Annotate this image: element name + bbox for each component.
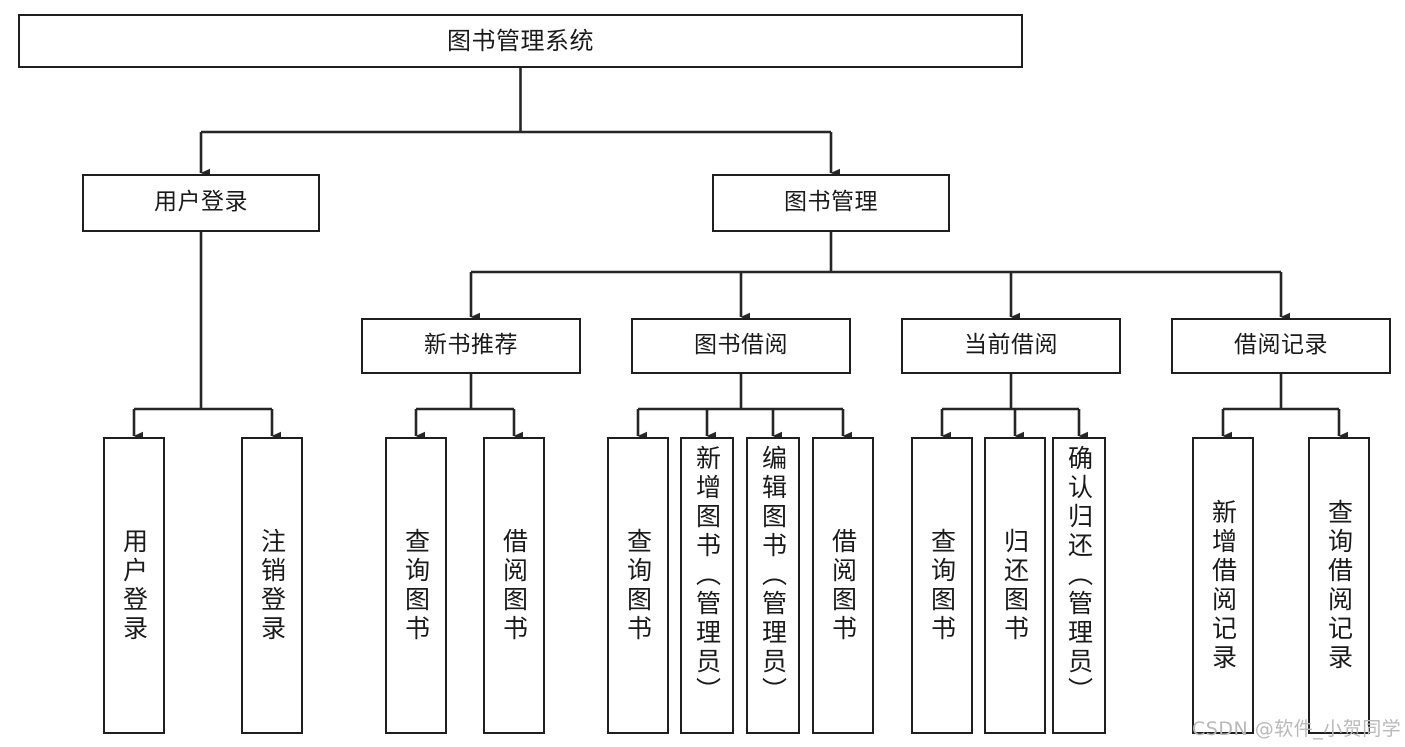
node-label: 新书推荐: [424, 332, 518, 359]
node-f6[interactable]: 新增图书（管理员）: [680, 437, 734, 734]
node-f8[interactable]: 借阅图书: [812, 437, 874, 734]
node-l2d[interactable]: 借阅记录: [1171, 318, 1391, 374]
node-label: 借阅记录: [1234, 332, 1328, 359]
node-f2[interactable]: 注销登录: [241, 437, 303, 734]
node-label: 查询借阅记录: [1324, 498, 1354, 673]
node-l2c[interactable]: 当前借阅: [901, 318, 1121, 374]
node-f12[interactable]: 新增借阅记录: [1192, 437, 1254, 734]
node-label: 编辑图书（管理员）: [758, 445, 788, 706]
node-f13[interactable]: 查询借阅记录: [1308, 437, 1370, 734]
node-label: 新增图书（管理员）: [692, 445, 722, 706]
node-label: 当前借阅: [964, 332, 1058, 359]
node-label: 用户登录: [154, 189, 248, 216]
node-f3[interactable]: 查询图书: [385, 437, 447, 734]
node-label: 查询图书: [623, 527, 653, 644]
node-l1b[interactable]: 图书管理: [712, 174, 950, 232]
node-f11[interactable]: 确认归还（管理员）: [1052, 437, 1106, 734]
node-label: 图书管理系统: [447, 26, 594, 55]
node-label: 图书借阅: [694, 332, 788, 359]
node-label: 图书管理: [784, 189, 878, 216]
node-f5[interactable]: 查询图书: [607, 437, 669, 734]
node-f4[interactable]: 借阅图书: [483, 437, 545, 734]
node-label: 查询图书: [927, 527, 957, 644]
node-label: 确认归还（管理员）: [1064, 445, 1094, 706]
node-label: 注销登录: [257, 527, 287, 644]
node-l2a[interactable]: 新书推荐: [361, 318, 581, 374]
node-label: 借阅图书: [828, 527, 858, 644]
node-f9[interactable]: 查询图书: [911, 437, 973, 734]
node-l2b[interactable]: 图书借阅: [631, 318, 851, 374]
node-label: 新增借阅记录: [1208, 498, 1238, 673]
node-label: 借阅图书: [499, 527, 529, 644]
node-f7[interactable]: 编辑图书（管理员）: [746, 437, 800, 734]
node-label: 用户登录: [119, 527, 149, 644]
node-label: 查询图书: [401, 527, 431, 644]
node-f10[interactable]: 归还图书: [984, 437, 1046, 734]
node-root[interactable]: 图书管理系统: [18, 14, 1023, 68]
node-label: 归还图书: [1000, 527, 1030, 644]
csdn-watermark: CSDN @软件_小贺同学: [1192, 718, 1402, 740]
node-l1a[interactable]: 用户登录: [82, 174, 320, 232]
node-f1[interactable]: 用户登录: [103, 437, 165, 734]
